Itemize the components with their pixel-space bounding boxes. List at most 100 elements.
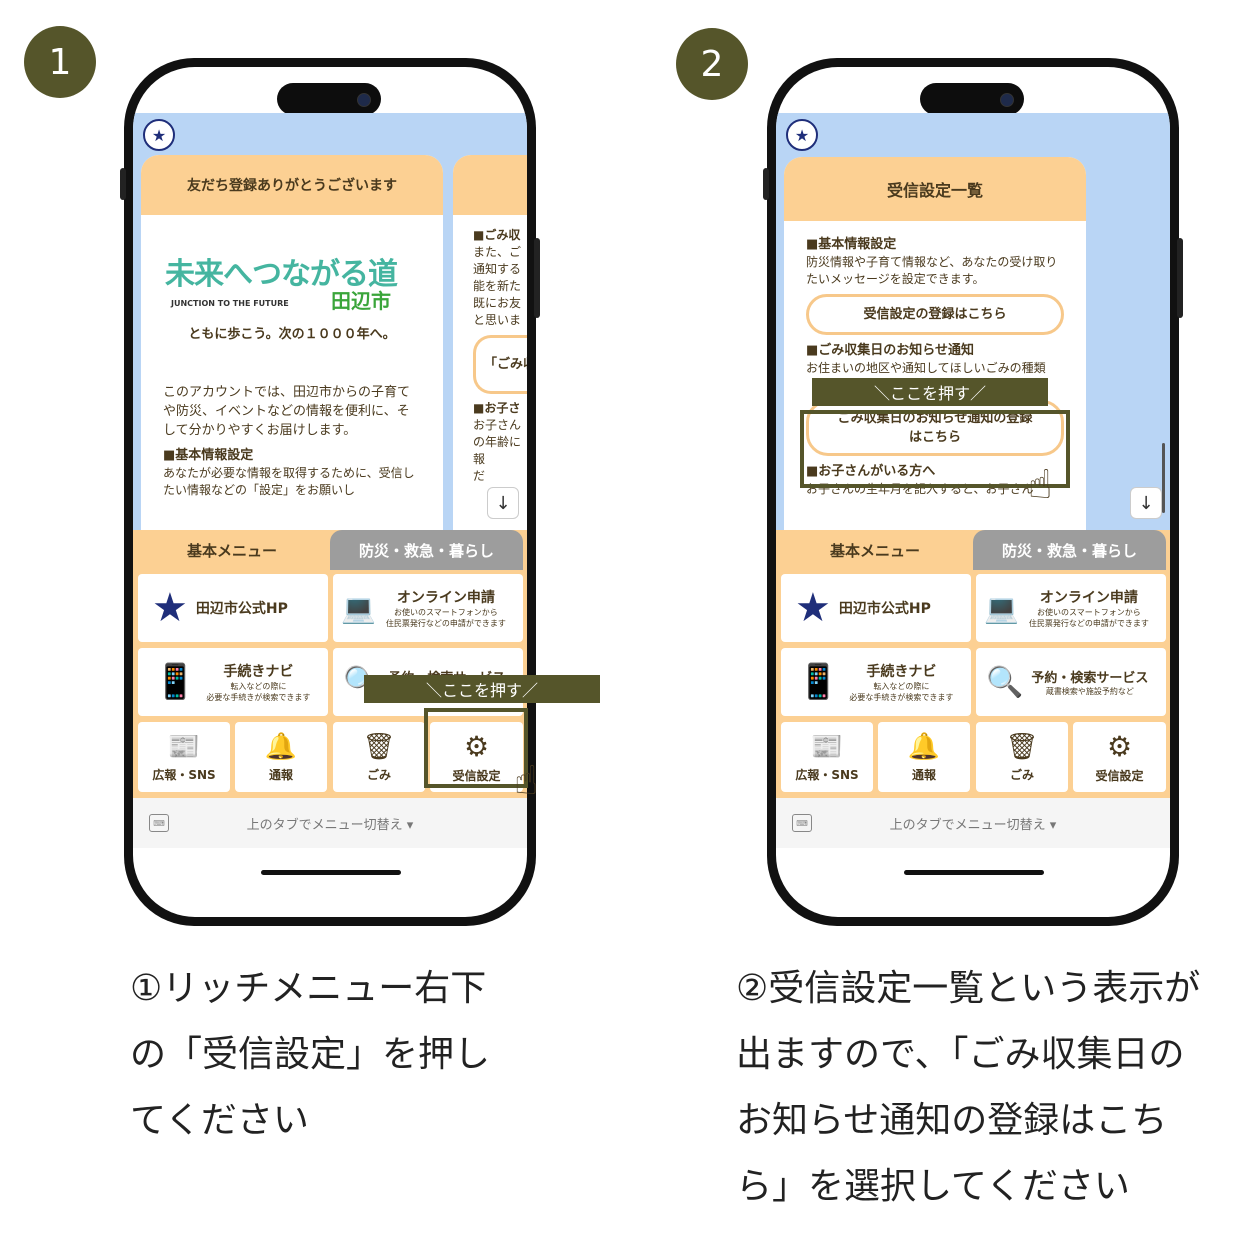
phone-2-side-button [763, 168, 769, 200]
tile-official-hp[interactable]: ★ 田辺市公式HP [781, 574, 971, 642]
s2-heading: ■ごみ収集日のお知らせ通知 [806, 343, 975, 358]
tile-receive-settings[interactable]: ⚙ 受信設定 [1073, 722, 1166, 792]
rich-menu: 基本メニュー 防災・救急・暮らし ★ 田辺市公式HP 💻 オンライン申請 お使い… [133, 530, 527, 798]
gear-icon: ⚙ [463, 730, 490, 763]
camera-icon [1000, 93, 1014, 107]
tile-garbage[interactable]: 🗑 ごみ [333, 722, 425, 792]
side-line-4: 能を新た [473, 279, 522, 293]
chat-area: ★ 友だち登録ありがとうございます 未来へつながる道 JUNCTION TO T… [133, 113, 527, 533]
tile-procedure-navi[interactable]: 📱 手続きナビ 転入などの際に 必要な手続きが検索できます [138, 648, 328, 716]
side-line-7: ■お子さ [473, 401, 521, 415]
phone-1-screen: ★ 友だち登録ありがとうございます 未来へつながる道 JUNCTION TO T… [133, 67, 527, 917]
highlight-settings-tile [424, 708, 528, 788]
garbage-btn-line1: ごみ収集日のお知らせ通知の登録 [837, 411, 1033, 426]
tile-pr-sns[interactable]: 📰 広報・SNS [781, 722, 873, 792]
star-emblem-icon: ★ [795, 585, 831, 631]
gear-icon: ⚙ [1106, 730, 1133, 763]
scrollbar[interactable] [1162, 443, 1165, 513]
tile-notify[interactable]: 🔔 通報 [878, 722, 970, 792]
tab-basic-menu[interactable]: 基本メニュー [780, 530, 970, 570]
tile-notify[interactable]: 🔔 通報 [235, 722, 327, 792]
arrow-down-icon[interactable]: ↓ [1130, 487, 1162, 519]
keyboard-icon[interactable]: ⌨ [792, 814, 812, 832]
tab-basic-menu[interactable]: 基本メニュー [137, 530, 327, 570]
tile-notify-label: 通報 [268, 767, 293, 782]
home-indicator[interactable] [261, 870, 401, 875]
tile-online-sub2: 住民票発行などの申請ができます [1028, 619, 1149, 628]
menu-toggle-bar[interactable]: ⌨ 上のタブでメニュー切替え ▾ [776, 798, 1170, 848]
phone-1-power-button [534, 238, 540, 318]
side-line-10: 報 [473, 452, 486, 466]
garbage-card-body: ■ごみ収 また、ご 通知する 能を新た 既にお友 と思いま 「ごみ収 ■お子さ … [453, 215, 527, 497]
tile-online-application[interactable]: 💻 オンライン申請 お使いのスマートフォンから 住民票発行などの申請ができます [976, 574, 1166, 642]
tile-pr-label: 広報・SNS [795, 767, 859, 782]
tile-online-title: オンライン申請 [1039, 590, 1138, 606]
tile-pr-sns[interactable]: 📰 広報・SNS [138, 722, 230, 792]
tile-reservation-search[interactable]: 🔍 予約・検索サービス 蔵書検索や施設予約など [976, 648, 1166, 716]
side-line-3: 通知する [473, 262, 522, 276]
keyboard-icon[interactable]: ⌨ [149, 814, 169, 832]
tile-online-application[interactable]: 💻 オンライン申請 お使いのスマートフォンから 住民票発行などの申請ができます [333, 574, 523, 642]
laptop-icon: 💻 [984, 591, 1019, 625]
side-line-8: お子さん [473, 418, 522, 432]
side-line-9: の年齢に [473, 435, 522, 449]
tile-hp-label: 田辺市公式HP [195, 601, 288, 617]
step-1-badge: 1 [24, 26, 96, 98]
step-2-caption: ②受信設定一覧という表示が 出ますので、「ごみ収集日の お知らせ通知の登録はこち… [736, 968, 1201, 1207]
welcome-card-title: 友だち登録ありがとうございます [141, 155, 443, 215]
tab-disaster[interactable]: 防災・救急・暮らし [973, 530, 1166, 570]
dynamic-island [920, 83, 1024, 115]
tablet-icon: 📱 [797, 662, 840, 702]
tile-garbage[interactable]: 🗑 ごみ [976, 722, 1068, 792]
city-emblem-icon: ★ [786, 119, 818, 151]
side-line-1: ■ごみ収 [473, 228, 521, 242]
tile-procedure-navi[interactable]: 📱 手続きナビ 転入などの際に 必要な手続きが検索できます [781, 648, 971, 716]
callout-press-here-1: ＼ここを押す／ [364, 675, 600, 703]
menu-toggle-bar[interactable]: ⌨ 上のタブでメニュー切替え ▾ [133, 798, 527, 848]
garbage-card-partial: ■ごみ収 また、ご 通知する 能を新た 既にお友 と思いま 「ごみ収 ■お子さ … [453, 155, 527, 533]
tile-online-text: オンライン申請 お使いのスマートフォンから 住民票発行などの申請ができます [1029, 587, 1149, 629]
s3-heading: ■お子さんがいる方へ [806, 464, 936, 479]
pointing-hand-icon: ☝ [514, 758, 539, 804]
tile-notify-label: 通報 [911, 767, 936, 782]
phone-2-power-button [1177, 238, 1183, 318]
tab-disaster[interactable]: 防災・救急・暮らし [330, 530, 523, 570]
menu-toggle-label: 上のタブでメニュー切替え ▾ [246, 817, 414, 833]
dynamic-island [277, 83, 381, 115]
camera-icon [357, 93, 371, 107]
tile-receive-settings[interactable]: ⚙ 受信設定 [430, 722, 523, 792]
phone-1-side-button [120, 168, 126, 200]
basic-info-heading: ■基本情報設定 [163, 448, 254, 463]
tile-online-text: オンライン申請 お使いのスマートフォンから 住民票発行などの申請ができます [386, 587, 506, 629]
tile-online-sub1: お使いのスマートフォンから [393, 608, 498, 617]
magnifier-icon: 🔍 [986, 664, 1024, 700]
arrow-down-icon[interactable]: ↓ [487, 487, 519, 519]
bell-icon: 🔔 [264, 731, 298, 762]
tile-official-hp[interactable]: ★ 田辺市公式HP [138, 574, 328, 642]
tile-navi-sub1: 転入などの際に [873, 682, 930, 691]
s2-text: お住まいの地区や通知してほしいごみの種類 [806, 361, 1046, 375]
tile-navi-text: 手続きナビ 転入などの際に 必要な手続きが検索できます [849, 661, 953, 703]
side-pill[interactable]: 「ごみ収 [473, 335, 527, 394]
tile-navi-sub2: 必要な手続きが検索できます [206, 693, 311, 702]
newspaper-icon: 📰 [167, 731, 201, 762]
home-indicator[interactable] [904, 870, 1044, 875]
welcome-card: 友だち登録ありがとうございます 未来へつながる道 JUNCTION TO THE… [141, 155, 443, 533]
tile-garbage-label: ごみ [1009, 767, 1034, 782]
step-1-caption: ①リッチメニュー右下 の「受信設定」を押し てください [130, 968, 491, 1141]
callout-press-here-2: ＼ここを押す／ [812, 378, 1048, 406]
pointing-hand-icon: ☝ [1028, 462, 1053, 508]
side-line-6: と思いま [473, 313, 522, 327]
tile-hp-label: 田辺市公式HP [838, 601, 931, 617]
s1-text: 防災情報や子育て情報など、あなたの受け取りたいメッセージを設定できます。 [806, 255, 1058, 286]
receive-settings-register-button[interactable]: 受信設定の登録はこちら [806, 294, 1064, 335]
logo-en-text: JUNCTION TO THE FUTURE [171, 299, 289, 308]
phone-2: ★ 受信設定一覧 ■基本情報設定 防災情報や子育て情報など、あなたの受け取りたい… [763, 58, 1183, 926]
logo-city-text: 田辺市 [331, 289, 391, 313]
city-logo: 未来へつながる道 JUNCTION TO THE FUTURE 田辺市 ともに歩… [141, 215, 443, 345]
tile-navi-title: 手続きナビ [866, 664, 937, 680]
rich-menu: 基本メニュー 防災・救急・暮らし ★ 田辺市公式HP 💻 オンライン申請 お使い… [776, 530, 1170, 798]
trash-icon: 🗑 [362, 731, 396, 762]
tile-online-sub2: 住民票発行などの申請ができます [385, 619, 506, 628]
tablet-icon: 📱 [154, 662, 197, 702]
